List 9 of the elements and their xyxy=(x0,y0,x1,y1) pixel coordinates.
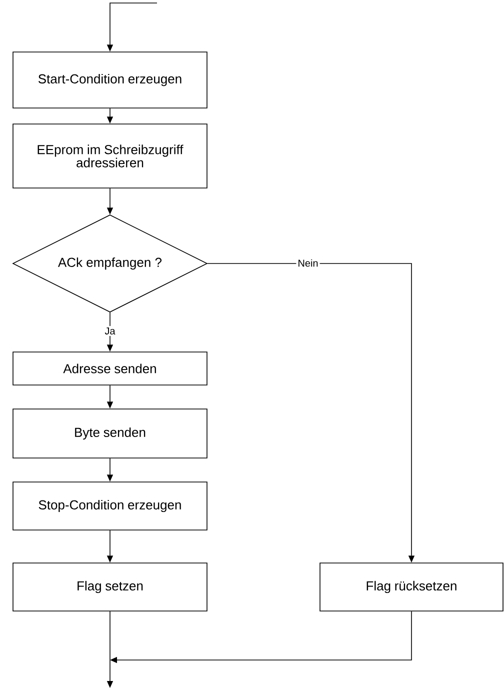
process-box: Byte senden xyxy=(12,408,208,458)
edge-label: Nein xyxy=(296,258,320,268)
process-box: EEprom im Schreibzugriff adressieren xyxy=(12,124,208,188)
process-box: Flag rücksetzen xyxy=(320,562,504,612)
edge-label: Ja xyxy=(103,326,117,336)
process-box: Start-Condition erzeugen xyxy=(12,52,208,108)
process-box: Flag setzen xyxy=(12,562,208,612)
process-box: Adresse senden xyxy=(12,352,208,386)
process-box: Stop-Condition erzeugen xyxy=(12,482,208,530)
